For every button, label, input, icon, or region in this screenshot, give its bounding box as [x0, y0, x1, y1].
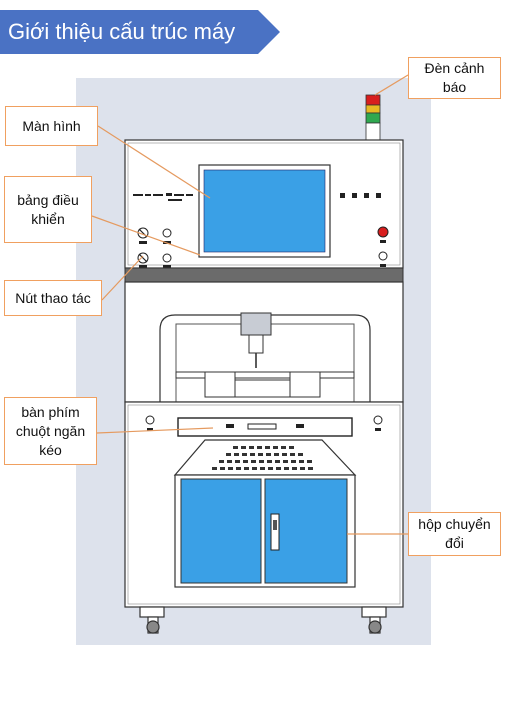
vent-slot [275, 460, 280, 463]
control-panel-label: bảng điều khiển [17, 191, 79, 227]
callout-warning-light: Đèn cảnh báo [408, 57, 501, 99]
callout-operation-buttons: Nút thao tác [4, 280, 102, 316]
vent-slot [212, 467, 217, 470]
upper-cabinet [124, 139, 404, 269]
vent-slot [289, 446, 294, 449]
vent-slot [228, 467, 233, 470]
vent-slot [259, 460, 264, 463]
vent-slot [290, 453, 295, 456]
vent-slot [252, 467, 257, 470]
vent-slot [282, 453, 287, 456]
leader-lines [91, 74, 409, 535]
vent-slot [249, 446, 254, 449]
callout-screen: Màn hình [5, 106, 98, 146]
vent-slot [220, 467, 225, 470]
vent-slot [292, 467, 297, 470]
banner-arrow-shape [0, 10, 280, 54]
vent-slot [243, 460, 248, 463]
panel-divider [124, 267, 404, 283]
vent-slot [227, 460, 232, 463]
vent-slot [250, 453, 255, 456]
warning-light-tower [365, 94, 381, 141]
vent-slot [265, 446, 270, 449]
keyboard-drawer [177, 417, 353, 437]
vent-slot [291, 460, 296, 463]
vent-slot [226, 453, 231, 456]
vent-slot [242, 453, 247, 456]
vent-slot [268, 467, 273, 470]
vent-slot [267, 460, 272, 463]
callout-control-panel: bảng điều khiển [4, 176, 92, 243]
vent-slot [258, 453, 263, 456]
screen-label: Màn hình [22, 117, 81, 134]
callout-switch-box: hộp chuyển đổi [408, 512, 501, 556]
right-door [264, 478, 348, 584]
work-area [124, 281, 404, 403]
vent-slot [251, 460, 256, 463]
vent-slot [308, 467, 313, 470]
vent-slot [241, 446, 246, 449]
emergency-stop-button [377, 226, 389, 238]
lower-cabinet [124, 401, 404, 608]
vent-slot [300, 467, 305, 470]
vent-slot [276, 467, 281, 470]
vent-slot [233, 446, 238, 449]
callout-keyboard-drawer: bàn phím chuột ngăn kéo [4, 397, 97, 465]
vent-slot [307, 460, 312, 463]
warning-light-label: Đèn cảnh báo [424, 60, 485, 95]
monitor-screen [203, 169, 326, 253]
vent-slot [298, 453, 303, 456]
vent-slot [235, 460, 240, 463]
vent-grid [212, 446, 313, 470]
left-door [180, 478, 262, 584]
vent-slot [260, 467, 265, 470]
title-banner: Giới thiệu cấu trúc máy [0, 10, 280, 54]
vent-slot [274, 453, 279, 456]
vent-slot [236, 467, 241, 470]
vent-slot [257, 446, 262, 449]
operation-buttons-label: Nút thao tác [15, 289, 91, 306]
vent-slot [219, 460, 224, 463]
vent-slot [234, 453, 239, 456]
page-title: Giới thiệu cấu trúc máy [8, 19, 236, 44]
vent-slot [266, 453, 271, 456]
vent-slot [284, 467, 289, 470]
keyboard-drawer-label: bàn phím chuột ngăn kéo [15, 403, 86, 458]
casters [139, 606, 387, 634]
vent-slot [283, 460, 288, 463]
switch-box-label: hộp chuyển đổi [418, 516, 491, 551]
vent-slot [273, 446, 278, 449]
vent-slot [244, 467, 249, 470]
vent-slot [281, 446, 286, 449]
vent-slot [299, 460, 304, 463]
door-lock [270, 513, 280, 551]
